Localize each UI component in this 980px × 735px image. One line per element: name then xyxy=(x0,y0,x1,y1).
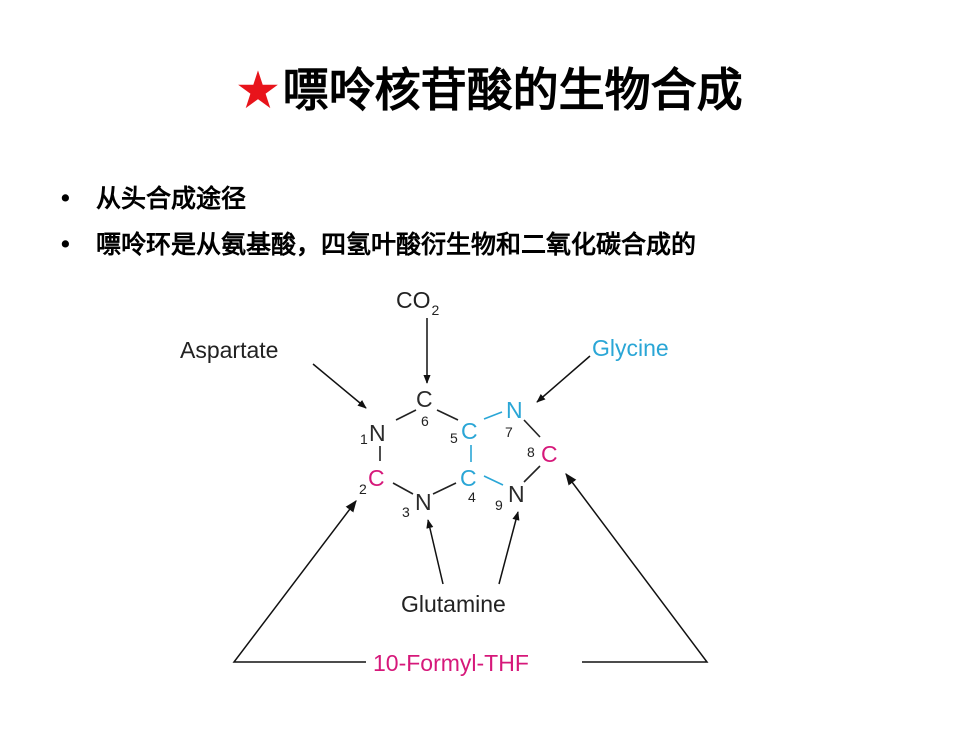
bond-c2-n3 xyxy=(392,482,414,495)
atom-n3: N xyxy=(415,489,432,515)
bond-c5-n7 xyxy=(483,411,503,420)
position-6: 6 xyxy=(421,413,429,429)
bond-c6-c5 xyxy=(436,409,459,421)
position-4: 4 xyxy=(468,489,476,505)
bond-n3-c4 xyxy=(432,482,457,495)
aspartate-arrow xyxy=(312,363,367,409)
bond-n7-c8 xyxy=(523,419,541,438)
bullet-dot-icon: • xyxy=(58,184,73,213)
imidazole-bonds xyxy=(523,419,541,483)
bullet-list: • 从头合成途径 • 嘌呤环是从氨基酸，四氢叶酸衍生物和二氧化碳合成的 xyxy=(58,176,696,268)
atom-c8: C xyxy=(541,441,558,467)
slide-title: ★嘌呤核苷酸的生物合成 xyxy=(0,58,980,122)
atom-n7: N xyxy=(506,397,523,423)
aspartate-label: Aspartate xyxy=(180,337,278,363)
ring-bonds xyxy=(379,409,459,495)
bond-c8-n9 xyxy=(523,465,541,483)
glycine-bonds xyxy=(470,411,504,486)
bond-c4-n9 xyxy=(483,475,504,486)
atom-n9: N xyxy=(508,481,525,507)
atom-c4: C xyxy=(460,465,477,491)
position-5: 5 xyxy=(450,430,458,446)
glycine-label: Glycine xyxy=(592,335,669,361)
glutamine-arrow-n3 xyxy=(426,519,444,585)
glutamine-arrow-n9 xyxy=(498,511,520,585)
position-1: 1 xyxy=(360,431,368,447)
position-2: 2 xyxy=(359,481,367,497)
bullet-item-sources: • 嘌呤环是从氨基酸，四氢叶酸衍生物和二氧化碳合成的 xyxy=(58,222,696,268)
atom-c2: C xyxy=(368,465,385,491)
position-9: 9 xyxy=(495,497,503,513)
formyl-thf-label: 10-Formyl-THF xyxy=(373,650,529,676)
formyl-arrow-c8 xyxy=(565,473,709,663)
co2-label: CO2 xyxy=(396,287,440,318)
atom-n1: N xyxy=(369,420,386,446)
title-text: 嘌呤核苷酸的生物合成 xyxy=(282,63,743,117)
glutamine-label: Glutamine xyxy=(401,591,506,617)
bullet-text: 从头合成途径 xyxy=(96,184,247,213)
source-arrows xyxy=(232,318,709,663)
position-3: 3 xyxy=(402,504,410,520)
bond-n1-c6 xyxy=(395,409,417,421)
bullet-text: 嘌呤环是从氨基酸，四氢叶酸衍生物和二氧化碳合成的 xyxy=(96,230,697,259)
formyl-arrow-c2 xyxy=(232,500,366,663)
atom-c6: C xyxy=(416,386,433,412)
glycine-arrow xyxy=(536,355,591,403)
star-icon: ★ xyxy=(237,63,279,117)
atom-c5: C xyxy=(461,418,478,444)
bullet-dot-icon: • xyxy=(58,230,73,259)
position-8: 8 xyxy=(527,444,535,460)
bullet-item-pathway: • 从头合成途径 xyxy=(58,176,696,222)
position-7: 7 xyxy=(505,424,513,440)
